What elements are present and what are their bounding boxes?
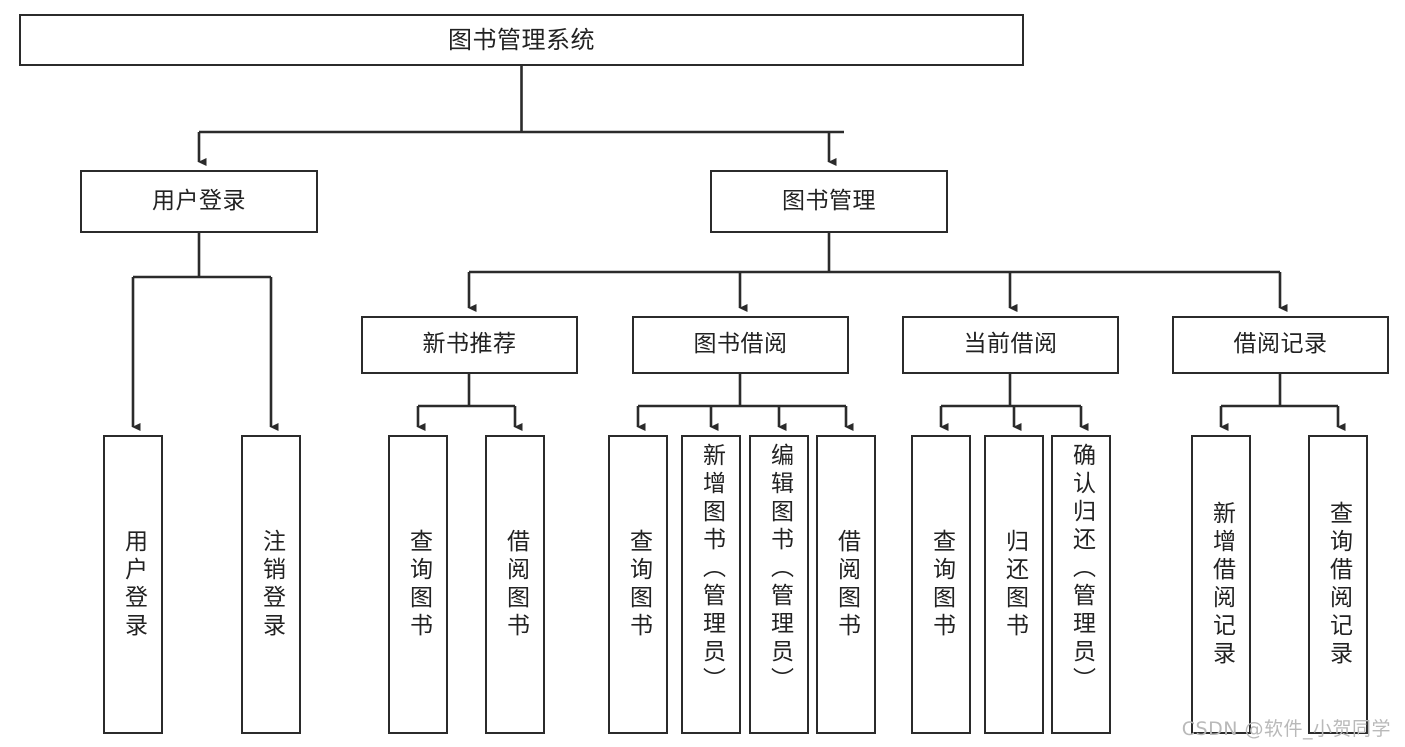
node-current-borrow-label: 当前借阅 bbox=[963, 331, 1058, 358]
leaf-query-book-borrow[interactable]: 查询图书 bbox=[608, 435, 668, 734]
csdn-watermark: CSDN @软件_小贺同学 bbox=[1181, 718, 1391, 740]
leaf-query-book-borrow-label: 查询图书 bbox=[625, 528, 652, 641]
leaf-borrow-book-newbook-label: 借阅图书 bbox=[502, 528, 529, 641]
leaf-query-borrow-record[interactable]: 查询借阅记录 bbox=[1308, 435, 1368, 734]
leaf-query-book-newbook-label: 查询图书 bbox=[405, 528, 432, 641]
leaf-user-login-label: 用户登录 bbox=[120, 528, 147, 641]
leaf-edit-book-admin[interactable]: 编辑图书（管理员） bbox=[749, 435, 809, 734]
node-new-book-recommend[interactable]: 新书推荐 bbox=[361, 316, 578, 374]
node-book-management-label: 图书管理 bbox=[782, 187, 876, 214]
leaf-confirm-return-admin-label: 确认归还（管理员） bbox=[1068, 443, 1095, 695]
leaf-logout[interactable]: 注销登录 bbox=[241, 435, 301, 734]
leaf-query-book-current-label: 查询图书 bbox=[928, 528, 955, 641]
node-book-borrow[interactable]: 图书借阅 bbox=[632, 316, 849, 374]
leaf-add-borrow-record[interactable]: 新增借阅记录 bbox=[1191, 435, 1251, 734]
leaf-logout-label: 注销登录 bbox=[258, 528, 285, 641]
leaf-borrow-book-newbook[interactable]: 借阅图书 bbox=[485, 435, 545, 734]
node-user-login-label: 用户登录 bbox=[152, 187, 246, 214]
node-current-borrow[interactable]: 当前借阅 bbox=[902, 316, 1119, 374]
leaf-add-book-admin-label: 新增图书（管理员） bbox=[698, 443, 725, 695]
leaf-confirm-return-admin[interactable]: 确认归还（管理员） bbox=[1051, 435, 1111, 734]
leaf-add-borrow-record-label: 新增借阅记录 bbox=[1208, 500, 1235, 669]
leaf-user-login[interactable]: 用户登录 bbox=[103, 435, 163, 734]
leaf-query-borrow-record-label: 查询借阅记录 bbox=[1325, 500, 1352, 669]
node-borrow-records-label: 借阅记录 bbox=[1233, 331, 1328, 358]
leaf-return-book[interactable]: 归还图书 bbox=[984, 435, 1044, 734]
leaf-add-book-admin[interactable]: 新增图书（管理员） bbox=[681, 435, 741, 734]
node-new-book-recommend-label: 新书推荐 bbox=[422, 331, 517, 358]
leaf-query-book-current[interactable]: 查询图书 bbox=[911, 435, 971, 734]
leaf-lend-book-label: 借阅图书 bbox=[833, 528, 860, 641]
node-root-label: 图书管理系统 bbox=[448, 25, 595, 54]
leaf-return-book-label: 归还图书 bbox=[1001, 528, 1028, 641]
leaf-lend-book[interactable]: 借阅图书 bbox=[816, 435, 876, 734]
leaf-edit-book-admin-label: 编辑图书（管理员） bbox=[766, 443, 793, 695]
leaf-query-book-newbook[interactable]: 查询图书 bbox=[388, 435, 448, 734]
node-book-borrow-label: 图书借阅 bbox=[693, 331, 788, 358]
node-borrow-records[interactable]: 借阅记录 bbox=[1172, 316, 1389, 374]
node-user-login[interactable]: 用户登录 bbox=[80, 170, 318, 233]
node-book-management[interactable]: 图书管理 bbox=[710, 170, 948, 233]
node-root[interactable]: 图书管理系统 bbox=[19, 14, 1024, 66]
